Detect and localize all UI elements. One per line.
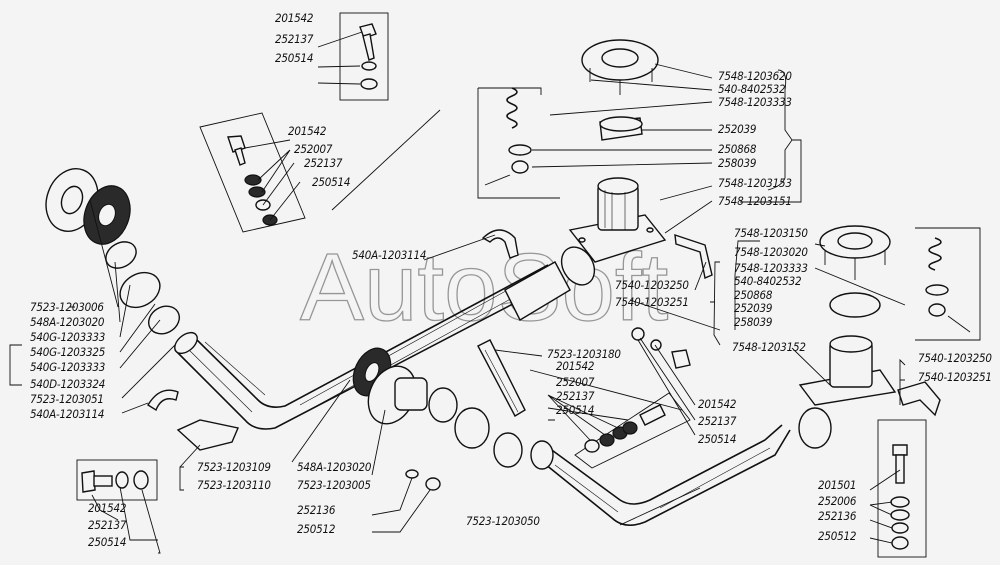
label-bracket-washer: 252137 <box>698 414 737 428</box>
label-lower-left-washer: 252137 <box>88 518 127 532</box>
label-upper-flange: 7548-1203620 <box>718 69 792 83</box>
label-strap-washer-spring: 252137 <box>556 389 595 403</box>
label-support-1: 7523-1203109 <box>197 460 271 474</box>
label-left-flange: 7523-1203006 <box>30 300 104 314</box>
label-upper-ring: 252039 <box>718 122 756 136</box>
label-left-gasket: 548A-1203020 <box>30 315 105 329</box>
label-upper-mount-base: 7548-1203151 <box>718 194 792 208</box>
right-bolt-box <box>877 419 927 558</box>
label-left-ring-3: 540D-1203324 <box>30 377 105 391</box>
label-upper-washer: 250868 <box>718 142 757 156</box>
lower-sleeves <box>428 387 523 468</box>
left-flange-stack <box>45 168 181 335</box>
label-center-nut: 250512 <box>297 522 335 536</box>
top-bolt-box <box>339 12 389 101</box>
label-bracket-a: 7548-1203150 <box>734 226 808 240</box>
label-right-bracket-1: 7540-1203250 <box>918 351 992 365</box>
label-right-ring: 252039 <box>734 301 772 315</box>
mid-bolt-box <box>199 112 306 233</box>
label-left-clamp: 540A-1203114 <box>30 407 104 421</box>
label-upper-cotter: 258039 <box>718 156 756 170</box>
label-mid-bracket-1: 7540-1203250 <box>615 278 689 292</box>
label-right-box-nut: 250512 <box>818 529 856 543</box>
label-right-cotter: 258039 <box>734 315 772 329</box>
strap-bolt-group <box>574 392 691 469</box>
label-bracket-nut: 250514 <box>698 432 736 446</box>
label-mid-box-bolt: 201542 <box>288 124 326 138</box>
label-right-spring: 7548-1203333 <box>734 261 808 275</box>
label-top-box-washer: 252137 <box>275 32 314 46</box>
label-right-mount: 7548-1203152 <box>732 340 806 354</box>
center-flange <box>352 347 441 491</box>
label-top-box-nut: 250514 <box>275 51 313 65</box>
label-right-box-bolt: 201501 <box>818 478 856 492</box>
strap <box>477 339 526 417</box>
upper-exhaust-pipe <box>174 246 596 430</box>
label-left-ring-2: 540G-1203333 <box>30 360 105 374</box>
label-support-2: 7523-1203110 <box>197 478 271 492</box>
label-left-pipe: 7523-1203051 <box>30 392 104 406</box>
right-bracket <box>897 381 941 417</box>
label-strap-bolt: 201542 <box>556 359 594 373</box>
label-bracket-bolt: 201542 <box>698 397 736 411</box>
middle-bracket <box>629 233 721 369</box>
label-left-sleeve: 540G-1203325 <box>30 345 106 359</box>
label-center-flange: 7523-1203005 <box>297 478 371 492</box>
upper-spring-box <box>477 87 560 199</box>
label-lower-pipe: 7523-1203050 <box>466 514 540 528</box>
left-clamp <box>147 389 239 451</box>
label-mid-box-nut: 250514 <box>312 175 350 189</box>
upper-mount-assembly <box>568 177 667 263</box>
label-right-bracket-2: 7540-1203251 <box>918 370 992 384</box>
label-lower-left-bolt: 201542 <box>88 501 126 515</box>
label-strap-nut: 250514 <box>556 403 594 417</box>
lower-exhaust-pipe <box>530 407 832 526</box>
label-center-gasket: 548A-1203020 <box>297 460 372 474</box>
label-left-ring-1: 540G-1203333 <box>30 330 105 344</box>
label-mid-box-washer-flat: 252007 <box>294 142 333 156</box>
right-spring-box <box>915 227 981 341</box>
label-right-box-washer-flat: 252006 <box>818 494 857 508</box>
right-mount-assembly <box>798 225 897 406</box>
label-upper-spring: 7548-1203333 <box>718 95 792 109</box>
lower-left-bolt-box <box>76 459 158 501</box>
label-mid-box-washer-spring: 252137 <box>304 156 343 170</box>
label-upper-bolt-stud: 540-8402532 <box>718 82 785 96</box>
label-top-box-bolt: 201542 <box>275 11 313 25</box>
label-lower-left-nut: 250514 <box>88 535 126 549</box>
leader-lines <box>9 31 906 554</box>
label-center-washer: 252136 <box>297 503 336 517</box>
label-right-stud: 540-8402532 <box>734 274 801 288</box>
label-mid-bracket-2: 7540-1203251 <box>615 295 689 309</box>
label-clamp-upper: 540A-1203114 <box>352 248 426 262</box>
upper-clamp <box>481 229 519 259</box>
part-labels: 201542 252137 250514 201542 252007 25213… <box>30 11 993 549</box>
label-right-flange: 7548-1203020 <box>734 245 808 259</box>
label-upper-mount: 7548-1203153 <box>718 176 792 190</box>
label-right-washer: 250868 <box>734 288 773 302</box>
label-right-box-washer-spring: 252136 <box>818 509 857 523</box>
upper-flange <box>581 39 659 141</box>
label-strap-washer-flat: 252007 <box>556 375 595 389</box>
label-strap: 7523-1203180 <box>547 347 621 361</box>
